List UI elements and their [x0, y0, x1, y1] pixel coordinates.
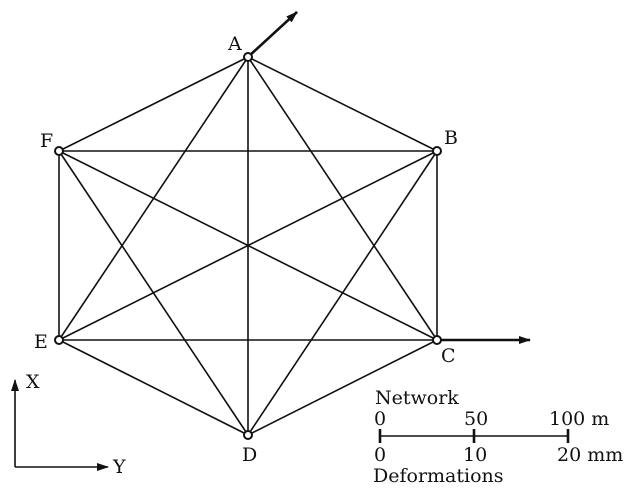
displacement-vectors — [247, 11, 531, 344]
edge-f-a — [58, 56, 249, 152]
edge-b-d — [247, 150, 438, 436]
scale-bar: Network 0 50 100 m 0 10 20 mm Deformatio… — [373, 387, 623, 487]
scale-network-tick-50: 50 — [464, 408, 488, 430]
scale-deformation-tick-20: 20 mm — [557, 444, 623, 466]
y-axis-label: Y — [112, 456, 126, 478]
node-label-f: F — [40, 130, 53, 152]
scale-network-tick-0: 0 — [374, 408, 386, 430]
node-label-b: B — [444, 127, 458, 149]
node-marker-f — [54, 146, 64, 156]
node-label-e: E — [34, 331, 48, 353]
node-label-a: A — [227, 33, 242, 55]
node-label-c: C — [441, 345, 456, 367]
node-label-d: D — [242, 444, 257, 466]
node-marker-a — [243, 52, 253, 62]
axis-indicator: X Y — [11, 371, 126, 478]
x-axis-label: X — [26, 371, 40, 393]
edge-c-f — [58, 150, 438, 341]
node-marker-c — [432, 335, 442, 345]
scale-network-tick-100: 100 m — [549, 408, 609, 430]
edge-e-a — [58, 56, 249, 341]
node-marker-e — [54, 335, 64, 345]
node-marker-b — [432, 146, 442, 156]
edge-a-b — [247, 56, 438, 152]
node-marker-d — [243, 430, 253, 440]
displacement-vector-a — [247, 11, 298, 58]
edge-d-f — [58, 150, 249, 436]
scale-deformation-title: Deformations — [373, 465, 504, 487]
edge-c-d — [247, 339, 438, 436]
edge-a-c — [247, 56, 438, 341]
network-nodes — [54, 52, 442, 440]
scale-deformation-tick-10: 10 — [463, 444, 487, 466]
edge-d-e — [58, 339, 249, 436]
scale-deformation-tick-0: 0 — [374, 444, 386, 466]
network-edges — [58, 56, 438, 436]
scale-network-title: Network — [375, 387, 459, 409]
